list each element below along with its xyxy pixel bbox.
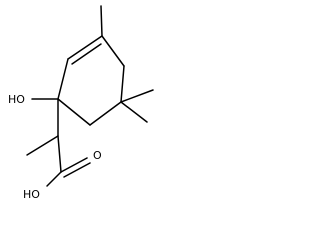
- ring-bond-c2-c3: [67, 35, 103, 60]
- side-chain-bond-2: [57, 135, 62, 173]
- ring-bond-c2-c3-double: [71, 43, 102, 65]
- ring-bond-c1-c2: [57, 58, 69, 100]
- carbonyl-bond-1: [60, 157, 88, 173]
- acid-hydroxyl-label: HO: [23, 188, 40, 201]
- ring-bond-c3-c4: [101, 35, 125, 67]
- ring-bond-c4-c5: [120, 65, 125, 103]
- hydroxyl-label: HO: [8, 93, 25, 106]
- ring-bond-c5-c6: [89, 101, 122, 126]
- structure-canvas: HO O HO: [0, 0, 168, 217]
- carbonyl-oxygen-label: O: [93, 149, 102, 162]
- carbonyl-bond-2: [63, 162, 91, 178]
- chemical-structure: HO O HO: [8, 5, 154, 201]
- methyl-bond-top: [100, 5, 103, 37]
- acid-oh-bond: [46, 171, 62, 187]
- methyl-bond-right-upper: [120, 89, 154, 103]
- ring-bond-c6-c1: [57, 98, 91, 126]
- methyl-bond-right-lower: [120, 101, 148, 123]
- side-chain-methyl-bond: [26, 135, 59, 156]
